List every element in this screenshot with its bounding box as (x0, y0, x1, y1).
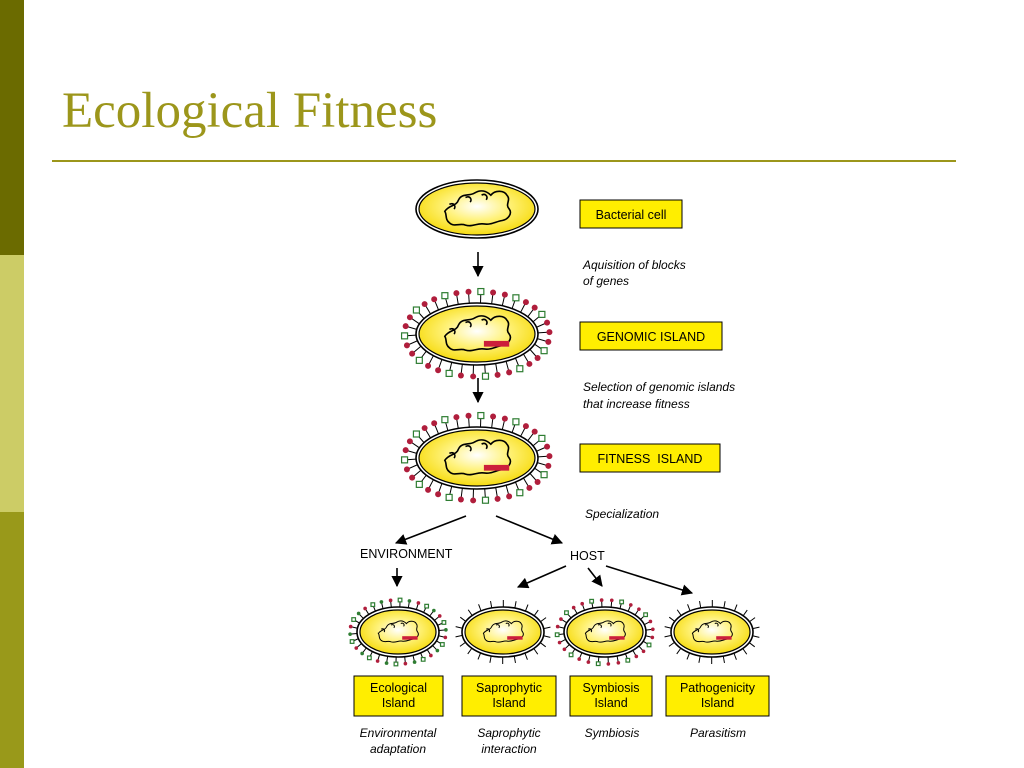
arrow-host-pathogenicity (605, 565, 694, 596)
environmental-adaptation-line1: Environmental (360, 726, 437, 740)
pathogenicity-island-line2: Island (701, 696, 734, 710)
sidebar-segment-light (0, 255, 24, 512)
pathogenicity-island-box: Pathogenicity Island (665, 675, 770, 717)
bacterial-cell-label: Bacterial cell (596, 208, 667, 222)
acquisition-note-line1: Aquisition of blocks (582, 258, 686, 272)
slide-title: Ecological Fitness (62, 83, 438, 139)
arrow-to-environment (394, 515, 467, 545)
environment-label: ENVIRONMENT (360, 547, 453, 561)
arrow-host-saprophytic (516, 565, 567, 589)
arrows-layer (391, 252, 694, 596)
pathogenicity-island-line1: Pathogenicity (680, 681, 756, 695)
symbiosis-island-box: Symbiosis Island (569, 675, 653, 717)
bacterial-cell (415, 179, 539, 239)
genomic-island-label: GENOMIC ISLAND (597, 330, 705, 344)
title-underline (52, 160, 956, 162)
parasitism-result: Parasitism (690, 726, 746, 740)
ecological-island-box: Ecological Island (353, 675, 444, 717)
fitness-island-label-box: FITNESS ISLAND (579, 443, 721, 473)
ecological-island-cell (348, 597, 448, 667)
saprophytic-island-line1: Saprophytic (476, 681, 542, 695)
saprophytic-island-line2: Island (492, 696, 525, 710)
symbiosis-result: Symbiosis (585, 726, 640, 740)
bacterial-cell-label-box: Bacterial cell (579, 199, 683, 229)
selection-note-line2: that increase fitness (583, 397, 690, 411)
symbiosis-island-cell (554, 598, 655, 667)
pathogenicity-island-cell (664, 599, 760, 665)
genomic-island-label-box: GENOMIC ISLAND (579, 321, 723, 351)
host-label: HOST (570, 549, 605, 563)
ecological-island-line1: Ecological (370, 681, 427, 695)
slide-sidebar (0, 0, 24, 768)
symbiosis-island-line1: Symbiosis (583, 681, 640, 695)
ecological-island-line2: Island (382, 696, 415, 710)
selection-note-line1: Selection of genomic islands (583, 380, 735, 394)
acquisition-note-line2: of genes (583, 274, 629, 288)
fitness-island-cell (400, 411, 553, 504)
saprophytic-interaction-line2: interaction (481, 742, 537, 756)
sidebar-segment-dark (0, 0, 24, 255)
fitness-island-label: FITNESS ISLAND (598, 452, 703, 466)
symbiosis-island-line2: Island (594, 696, 627, 710)
genomic-island-cell (400, 287, 553, 380)
saprophytic-interaction-line1: Saprophytic (477, 726, 540, 740)
arrow-to-host (495, 515, 564, 545)
specialization-note: Specialization (585, 507, 659, 521)
arrow-host-symbiosis (587, 567, 603, 587)
saprophytic-island-cell (455, 599, 551, 665)
cells-layer (348, 179, 760, 667)
environmental-adaptation-line2: adaptation (370, 742, 426, 756)
saprophytic-island-box: Saprophytic Island (461, 675, 557, 717)
sidebar-segment-mid (0, 512, 24, 768)
